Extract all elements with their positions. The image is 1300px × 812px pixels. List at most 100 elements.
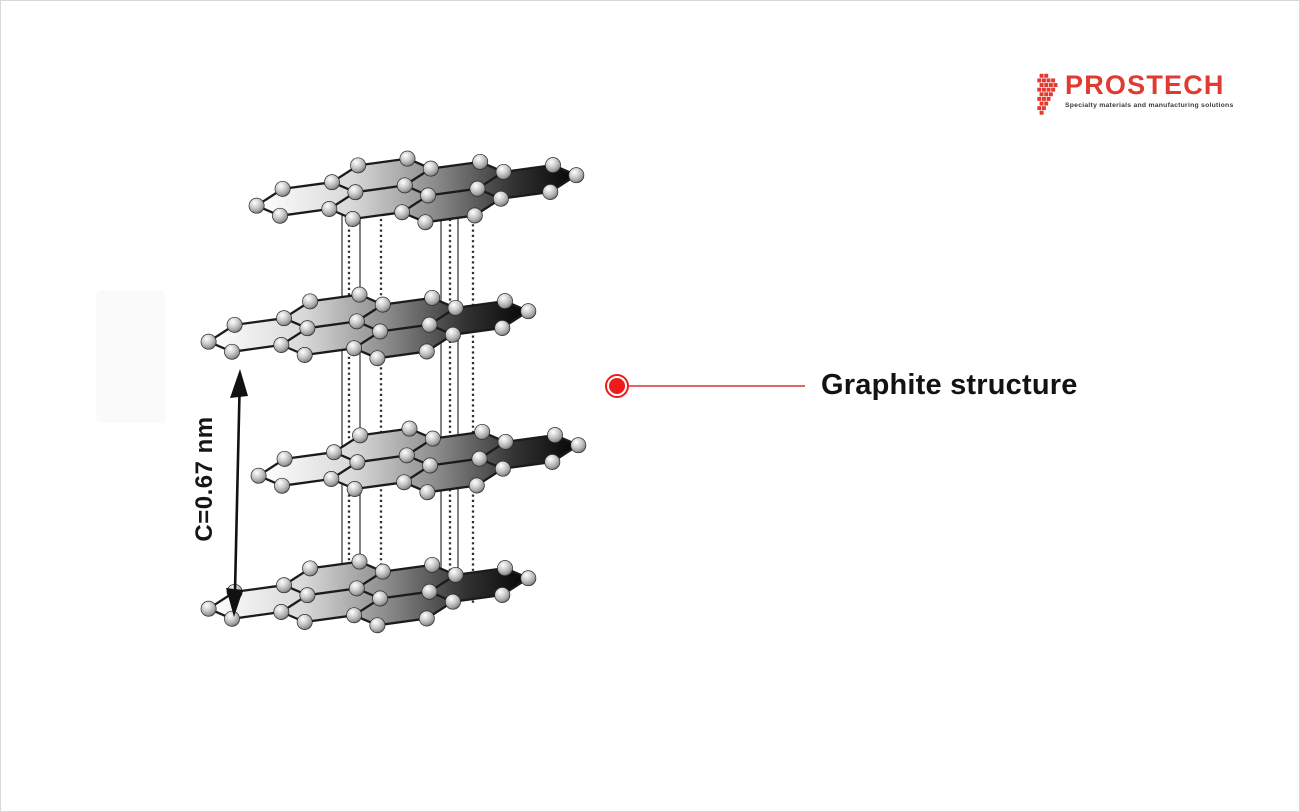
carbon-atom [224,610,240,627]
callout-line [629,385,805,387]
carbon-atom [276,310,292,327]
carbon-atom [520,303,537,320]
carbon-atom [299,587,316,604]
carbon-atom [494,320,511,336]
carbon-atom [346,481,363,497]
carbon-atom [497,293,513,310]
carbon-atom [399,150,416,167]
carbon-atom [497,433,514,450]
carbon-atom [351,286,368,303]
carbon-atom [570,437,587,454]
carbon-atom [372,323,389,340]
carbon-atom [547,427,563,444]
carbon-atom [224,343,240,360]
carbon-atom [369,617,386,634]
carbon-atom [398,447,415,464]
callout-dot-icon [605,374,629,398]
carbon-atom [497,560,513,577]
carbon-atom [420,187,437,204]
carbon-atom [542,184,559,200]
carbon-atom [326,444,342,461]
carbon-atom [374,296,391,313]
carbon-atom [396,474,413,491]
carbon-atom [302,560,319,577]
carbon-atom [274,477,290,494]
carbon-atom [495,163,512,180]
carbon-atom [248,197,265,214]
prostech-logo: PROSTECH Specialty materials and manufac… [1035,72,1234,118]
carbon-atom [348,580,365,597]
carbon-atom [346,340,363,357]
carbon-atom [472,153,489,170]
carbon-atom [469,180,486,197]
carbon-atom [250,467,267,484]
dimension-label: C=0.67 nm [191,416,218,541]
carbon-atom [520,570,537,587]
callout-label: Graphite structure [821,369,1078,401]
carbon-atom [447,299,464,316]
carbon-atom [324,174,340,191]
carbon-atom [226,316,243,333]
carbon-atom [348,313,365,330]
carbon-atom [444,326,461,343]
carbon-atom [447,566,464,583]
prostech-logo-icon [1037,73,1058,115]
carbon-atom [350,157,367,174]
callout-dot-fill [609,378,625,394]
carbon-atom [466,207,483,224]
carbon-atom [474,423,491,440]
c-axis-arrow: C=0.67 nm [191,369,248,617]
carbon-atom [394,204,411,221]
carbon-atom [418,610,435,627]
carbon-atom [299,320,316,337]
graphene-layer-4 [200,553,537,634]
carbon-atom [424,556,441,573]
carbon-atom [418,343,435,360]
carbon-atom [444,593,461,610]
carbon-atom [273,337,290,353]
carbon-atom [374,563,391,580]
graphene-layer-1 [248,150,585,231]
carbon-atom [419,484,436,501]
prostech-logo-text: PROSTECH Specialty materials and manufac… [1065,72,1234,109]
carbon-atom [494,460,511,477]
carbon-atom [274,180,291,197]
carbon-atom [568,167,585,184]
carbon-atom [424,430,441,447]
carbon-atom [200,600,217,617]
prostech-brand-name: PROSTECH [1065,70,1225,100]
carbon-atom [351,553,368,570]
carbon-atom [422,457,439,474]
carbon-atom [417,214,434,231]
interlayer-connectors [341,199,475,607]
carbon-atom [492,190,509,207]
carbon-atom [421,316,438,333]
carbon-atom [344,211,361,227]
graphene-layer-2 [200,286,537,367]
carbon-atom [276,577,292,594]
carbon-atom [494,587,511,603]
carbon-atom [471,450,488,467]
carbon-atom [396,177,413,194]
carbon-atom [352,427,369,444]
graphene-layer-3 [250,420,587,501]
carbon-atom [296,347,313,363]
carbon-atom [544,454,561,470]
carbon-atom [200,333,217,350]
carbon-atom [422,160,439,177]
carbon-atom [273,604,290,620]
carbon-atom [296,614,313,630]
carbon-atom [424,289,441,306]
carbon-atom [347,184,364,201]
carbon-atom [276,450,293,467]
carbon-atom [421,583,438,600]
carbon-atom [302,293,319,310]
carbon-atom [272,207,288,224]
carbon-atom [468,477,485,494]
prostech-tagline: Specialty materials and manufacturing so… [1065,101,1234,109]
carbon-atom [321,201,338,217]
carbon-atom [346,607,363,624]
carbon-atom [372,590,389,607]
